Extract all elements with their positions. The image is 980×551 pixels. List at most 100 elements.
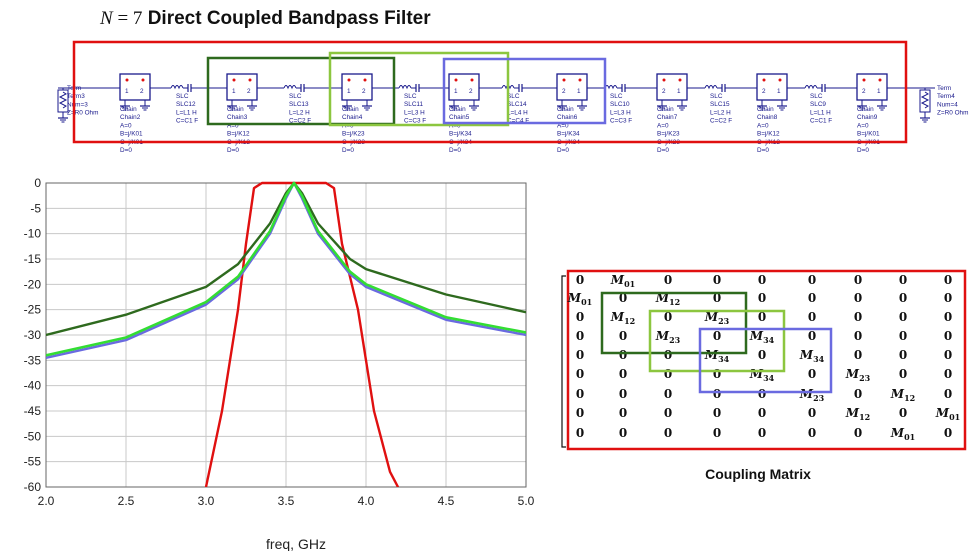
chain-port-marker — [470, 78, 474, 82]
slc-label-line: L=L4 H — [507, 109, 528, 116]
slc-label-line: L=L1 H — [810, 109, 831, 116]
matrix-symbol: M — [845, 406, 860, 420]
matrix-cell: M34 — [799, 348, 825, 364]
matrix-subscript: 34 — [813, 354, 825, 364]
term-right-resistor — [920, 91, 930, 109]
full-filter-outline — [72, 40, 908, 144]
matrix-cell: 0 — [576, 329, 584, 343]
chain-label-line: Chain9 — [857, 114, 878, 121]
matrix-cell: 0 — [854, 329, 862, 343]
matrix-cell: M12 — [655, 291, 680, 307]
matrix-cell: 0 — [808, 367, 816, 381]
chain-label-line: B=j/K12 — [227, 131, 250, 138]
chain-label-line: A=0 — [227, 122, 239, 129]
matrix-group-outline — [600, 291, 748, 355]
series-line-0 — [204, 181, 400, 487]
matrix-cell: 0 — [713, 367, 721, 381]
matrix-subscript: 34 — [763, 335, 775, 345]
matrix-symbol: M — [890, 426, 905, 440]
matrix-cell: 0 — [664, 406, 672, 420]
y-tick-label: -5 — [30, 201, 41, 215]
chain-label-line: B=j/K12 — [757, 131, 780, 138]
slc-label-line: SLC15 — [710, 101, 730, 108]
matrix-symbol: M — [799, 348, 814, 362]
slc-label-line: L=L2 H — [289, 109, 310, 116]
matrix-cell: 0 — [713, 273, 721, 287]
chain-label-line: Chain — [449, 106, 466, 113]
matrix-cell: 0 — [854, 310, 862, 324]
matrix-cell: 0 — [664, 348, 672, 362]
slc-label-line: SLC13 — [289, 101, 309, 108]
matrix-cell: 0 — [619, 367, 627, 381]
matrix-cell: 0 — [808, 291, 816, 305]
slc-label-line: C=C4 F — [507, 118, 529, 125]
slc-label-line: C=C2 F — [710, 118, 732, 125]
matrix-cell: 0 — [619, 406, 627, 420]
term-right-label-line: Z=R0 Ohm — [937, 110, 968, 117]
resonator-group-outline — [206, 56, 396, 126]
chain-label-line: Chain — [557, 106, 574, 113]
matrix-group-outline — [698, 327, 833, 394]
y-tick-label: -10 — [24, 227, 42, 241]
matrix-cell: M23 — [799, 387, 825, 403]
matrix-cell: 0 — [713, 387, 721, 401]
matrix-cell: 0 — [758, 426, 766, 440]
matrix-cell: 0 — [944, 291, 952, 305]
matrix-cell: 0 — [808, 426, 816, 440]
slc-inductor — [398, 85, 412, 90]
matrix-symbol: M — [610, 310, 625, 324]
chain-label-line: B=j/K23 — [342, 131, 365, 138]
matrix-cell: 0 — [619, 348, 627, 362]
matrix-subscript: 23 — [859, 373, 871, 383]
matrix-cell: 0 — [944, 348, 952, 362]
matrix-caption: Coupling Matrix — [705, 466, 811, 482]
slc-label-line: C=C1 F — [810, 118, 832, 125]
slc-label-line: SLC — [610, 93, 623, 100]
matrix-symbol: M — [704, 348, 719, 362]
matrix-subscript: 12 — [624, 316, 635, 326]
chain-block — [341, 73, 373, 101]
matrix-cell: 0 — [854, 387, 862, 401]
chain-label-line: B=j/K34 — [557, 131, 580, 138]
slc-label-line: SLC — [810, 93, 823, 100]
chain-label-line: Chain — [657, 106, 674, 113]
chain-label-line: D=0 — [857, 147, 869, 154]
title-equals: = 7 — [112, 8, 143, 29]
matrix-cell: 0 — [758, 348, 766, 362]
matrix-cell: 0 — [758, 291, 766, 305]
chain-label-line: B=j/K23 — [657, 131, 680, 138]
term-left-label-line: Term3 — [67, 93, 85, 100]
matrix-cell: 0 — [944, 426, 952, 440]
chain-label-line: Chain4 — [342, 114, 363, 121]
term-right-label-line: Term4 — [937, 93, 955, 100]
matrix-symbol: M — [610, 273, 625, 287]
chain-label-line: Chain6 — [557, 114, 578, 121]
matrix-cell: 0 — [713, 406, 721, 420]
chain-label-line: D=0 — [342, 147, 354, 154]
chain-port-num: 2 — [140, 88, 144, 95]
matrix-cell: 0 — [899, 273, 907, 287]
matrix-subscript: 12 — [859, 412, 870, 422]
matrix-cell: M34 — [704, 348, 730, 364]
slc-label-line: SLC — [289, 93, 302, 100]
slc-label-line: SLC — [507, 93, 520, 100]
chain-port-num: 2 — [762, 88, 766, 95]
matrix-cell: 0 — [664, 387, 672, 401]
matrix-cell: 0 — [808, 310, 816, 324]
matrix-subscript: 01 — [624, 279, 635, 289]
chain-label-line: D=0 — [757, 147, 769, 154]
slc-label-line: SLC10 — [610, 101, 630, 108]
matrix-cell: 0 — [808, 329, 816, 343]
slc-label-line: L=L3 H — [610, 109, 631, 116]
chain-label-line: Chain8 — [757, 114, 778, 121]
chain-label-line: A=0 — [657, 122, 669, 129]
matrix-cell: 0 — [576, 367, 584, 381]
matrix-cell: 0 — [664, 273, 672, 287]
y-tick-label: -30 — [24, 328, 42, 342]
slc-label-line: L=L2 H — [710, 109, 731, 116]
term-left-label-line: Z=R0 Ohm — [67, 110, 98, 117]
chain-label-line: Chain7 — [657, 114, 678, 121]
matrix-cell: 0 — [576, 310, 584, 324]
